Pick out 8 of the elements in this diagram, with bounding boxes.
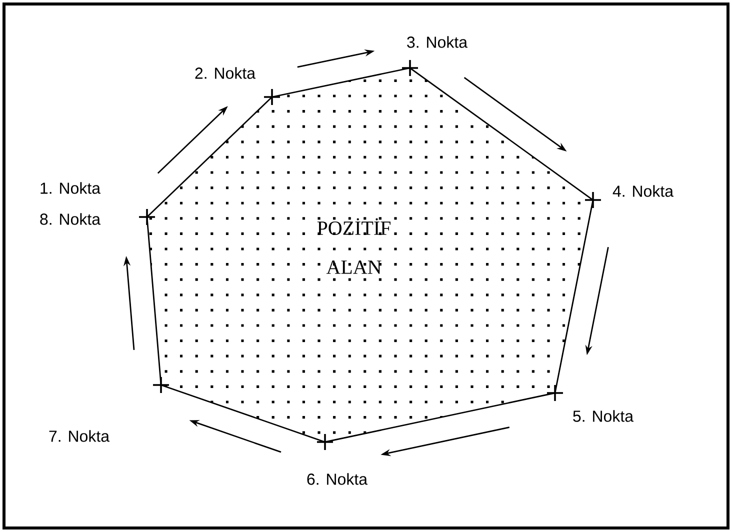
point-label: 2. Nokta [195,67,256,79]
point-label: 8. Nokta [40,213,101,225]
point-label: 4. Nokta [612,185,674,197]
point-label: 3. Nokta [407,36,468,48]
point-label: 5. Nokta [573,410,634,422]
point-label: 6. Nokta [307,473,368,485]
point-label: 7. Nokta [49,430,110,442]
point-label: 1. Nokta [40,182,101,194]
